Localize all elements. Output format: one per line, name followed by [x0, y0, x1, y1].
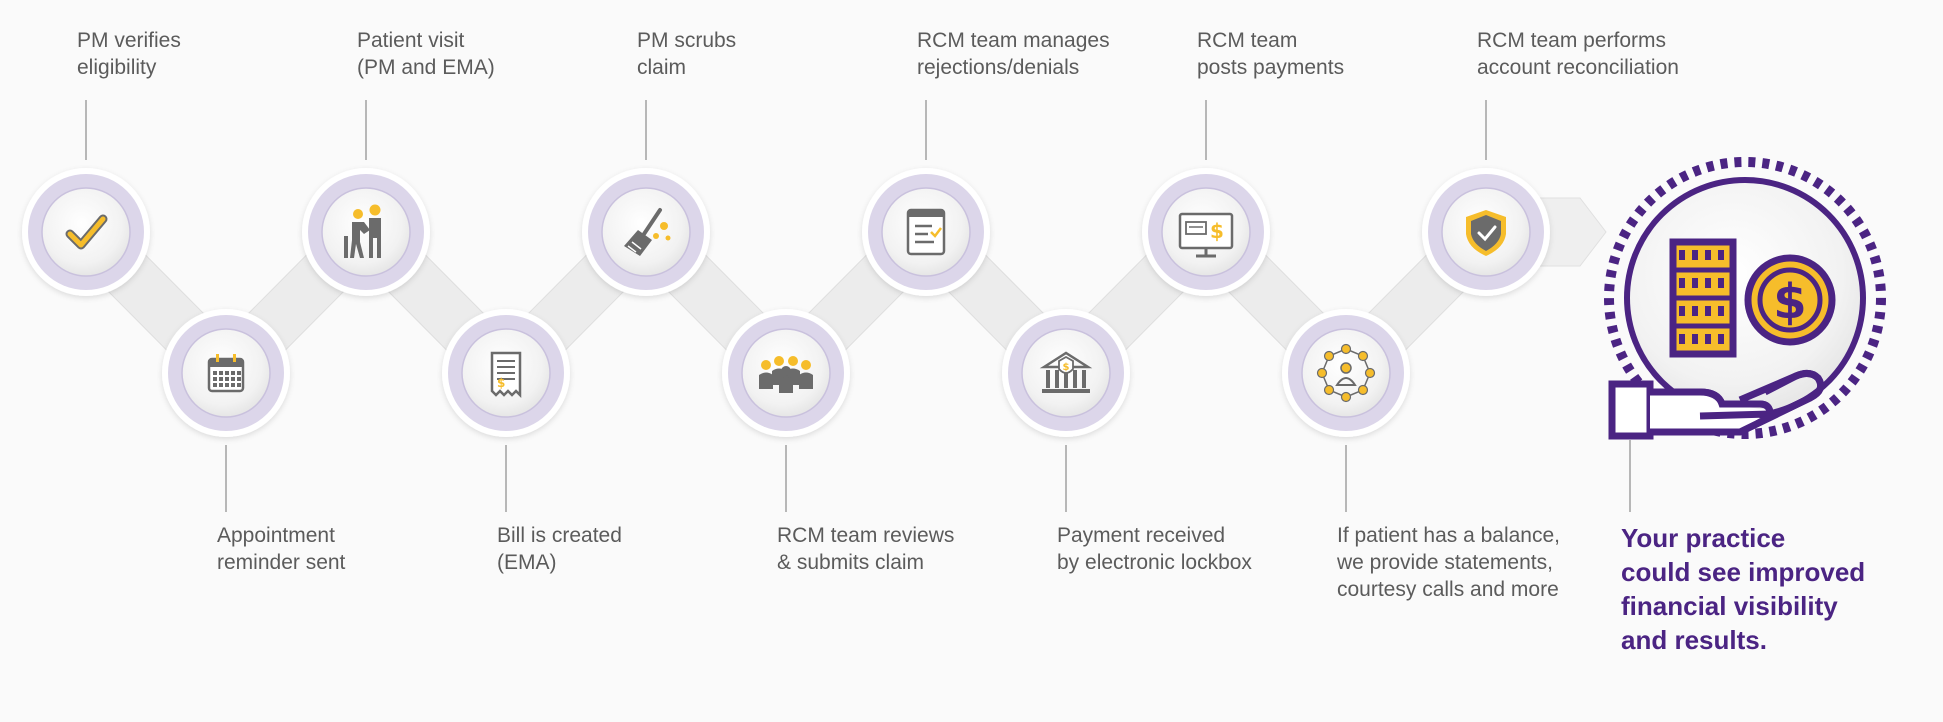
step-label-line: (PM and EMA): [357, 56, 495, 79]
svg-text:$: $: [1063, 362, 1070, 373]
step-label-line: posts payments: [1197, 56, 1345, 79]
step-label-line: account reconciliation: [1477, 56, 1679, 79]
step-node: [302, 168, 430, 296]
step-label-line: eligibility: [77, 56, 157, 79]
step-label-line: RCM team reviews: [777, 524, 955, 547]
patient-visit-icon: [344, 204, 381, 258]
step-label-line: courtesy calls and more: [1337, 578, 1559, 601]
svg-text:$: $: [497, 376, 505, 390]
step-node: [722, 309, 850, 437]
step-label-line: RCM team performs: [1477, 29, 1667, 52]
step-label: Bill is created (EMA): [497, 522, 622, 576]
step-node: [862, 168, 990, 296]
step-label-line: by electronic lockbox: [1057, 551, 1252, 574]
step-label: PM scrubs claim: [637, 27, 736, 81]
step-node: [582, 168, 710, 296]
step-label: PM verifies eligibility: [77, 27, 181, 81]
svg-text:$: $: [1773, 274, 1806, 330]
step-label-line: Patient visit: [357, 29, 465, 52]
broom-icon: [624, 208, 671, 256]
step-label-line: rejections/denials: [917, 56, 1080, 79]
step-label-line: & submits claim: [777, 551, 925, 574]
step-label: Patient visit (PM and EMA): [357, 27, 495, 81]
step-label-line: PM verifies: [77, 29, 181, 52]
step-label-line: RCM team: [1197, 29, 1298, 52]
step-node: $: [1142, 168, 1270, 296]
result-line: could see improved: [1621, 557, 1866, 587]
step-label-line: If patient has a balance,: [1337, 524, 1560, 547]
step-node: [22, 168, 150, 296]
step-node: [1422, 168, 1550, 296]
svg-text:$: $: [1210, 219, 1224, 243]
step-label-line: PM scrubs: [637, 29, 737, 52]
step-label: RCM team posts payments: [1197, 27, 1344, 81]
hand-coins-dollar-icon: $: [1604, 157, 1886, 440]
step-label-line: Bill is created: [497, 524, 622, 547]
step-label: RCM team manages rejections/denials: [917, 27, 1110, 81]
document-check-icon: [906, 208, 946, 256]
step-label-line: Payment received: [1057, 524, 1226, 547]
monitor-dollar-icon: $: [1178, 212, 1234, 258]
step-label: If patient has a balance, we provide stat…: [1337, 522, 1560, 603]
calendar-icon: [207, 354, 245, 393]
step-label-line: Appointment: [217, 524, 335, 547]
receipt-icon: $: [490, 351, 522, 399]
result-line: Your practice: [1621, 523, 1786, 553]
step-node: [162, 309, 290, 437]
bank-icon: $: [1039, 351, 1093, 393]
team-icon: [759, 356, 813, 393]
step-label-line: reminder sent: [217, 551, 346, 574]
result-line: financial visibility: [1621, 591, 1838, 621]
step-label: Payment received by electronic lockbox: [1057, 522, 1252, 576]
step-label: RCM team performs account reconciliation: [1477, 27, 1679, 81]
shield-check-icon: [1466, 210, 1506, 256]
step-label-line: we provide statements,: [1337, 551, 1553, 574]
result-line: and results.: [1621, 625, 1767, 655]
step-node: $: [1002, 309, 1130, 437]
step-label-line: (EMA): [497, 551, 557, 574]
check-icon: [65, 214, 108, 250]
step-label-line: RCM team manages: [917, 29, 1110, 52]
step-label-line: claim: [637, 56, 687, 79]
step-node: [1282, 309, 1410, 437]
step-node: $: [442, 309, 570, 437]
network-people-icon: [1316, 343, 1376, 403]
step-label: Appointment reminder sent: [217, 522, 345, 576]
result-statement: Your practice could see improved financi…: [1621, 521, 1865, 657]
step-label: RCM team reviews & submits claim: [777, 522, 954, 576]
